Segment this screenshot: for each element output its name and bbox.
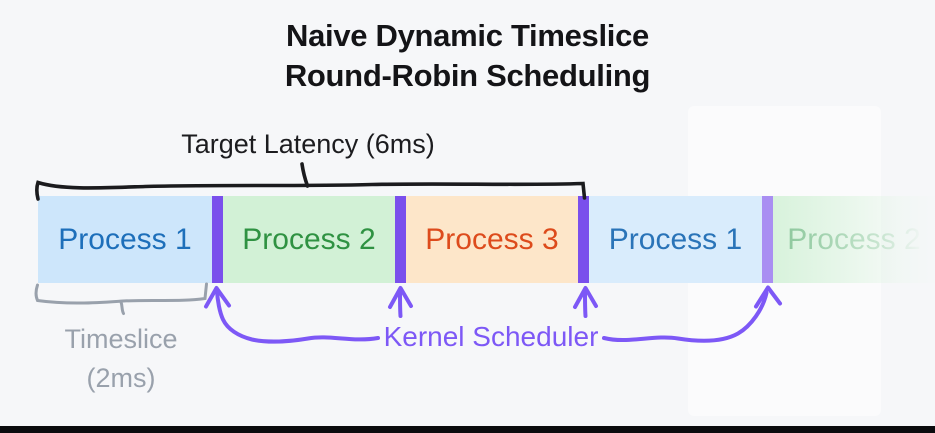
timeline-segment-process-2: Process 2 <box>223 196 395 283</box>
kernel-arrow-straight-1-icon <box>388 286 413 318</box>
timeslice-label: Timeslice (2ms) <box>21 320 221 398</box>
timeslice-brace-icon <box>34 282 208 315</box>
diagram-title: Naive Dynamic Timeslice Round-Robin Sche… <box>0 16 935 96</box>
kernel-arrow-straight-2-icon <box>573 286 598 318</box>
timeline-segment-process-1: Process 1 <box>38 196 212 283</box>
kernel-scheduler-label: Kernel Scheduler <box>383 321 599 352</box>
title-line-2: Round-Robin Scheduling <box>284 58 651 93</box>
kernel-switch-divider-1 <box>212 196 223 283</box>
timeslice-line-1: Timeslice <box>64 324 178 354</box>
target-latency-brace-icon <box>35 162 587 201</box>
bottom-border-strip <box>0 426 935 433</box>
segment-label: Process 3 <box>425 222 559 256</box>
kernel-switch-divider-4 <box>762 196 773 283</box>
segment-label: Process 1 <box>608 222 743 256</box>
segment-label: Process 1 <box>58 222 192 256</box>
timeslice-line-2: (2ms) <box>86 363 156 393</box>
timeline-segment-process-3: Process 3 <box>406 196 578 283</box>
segment-label-faded: Process 2 <box>787 222 921 256</box>
title-line-1: Naive Dynamic Timeslice <box>285 18 649 53</box>
target-latency-label: Target Latency (6ms) <box>181 129 435 159</box>
timeline-segment-process-1-repeat: Process 1 <box>589 196 762 283</box>
kernel-switch-divider-2 <box>395 196 406 283</box>
kernel-switch-divider-3 <box>578 196 589 283</box>
timeline-segment-process-2-faded: Process 2 <box>773 196 935 283</box>
segment-label: Process 2 <box>242 222 376 256</box>
